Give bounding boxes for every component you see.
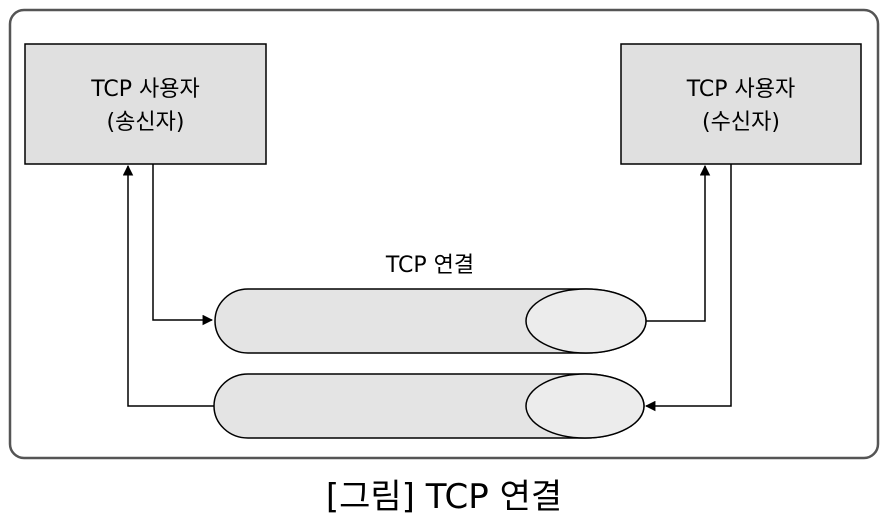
receiver-label-line2: (수신자) — [702, 110, 780, 135]
sender-to-pipe-arrow — [152, 164, 214, 326]
pipe-to-receiver-arrow — [646, 164, 711, 322]
connection-label: TCP 연결 — [385, 253, 474, 278]
sender-label-line2: (송신자) — [107, 110, 185, 135]
receiver-box: TCP 사용자 (수신자) — [620, 43, 862, 165]
receiver-label-line1: TCP 사용자 — [686, 77, 796, 102]
sender-box: TCP 사용자 (송신자) — [24, 43, 267, 165]
sender-label-line1: TCP 사용자 — [90, 77, 200, 102]
receiver-to-pipe-arrow — [644, 164, 732, 412]
figure-caption: [그림] TCP 연결 — [326, 477, 562, 517]
upper-pipe — [214, 288, 647, 354]
lower-pipe — [213, 373, 645, 439]
pipe-to-sender-arrow — [122, 164, 214, 407]
